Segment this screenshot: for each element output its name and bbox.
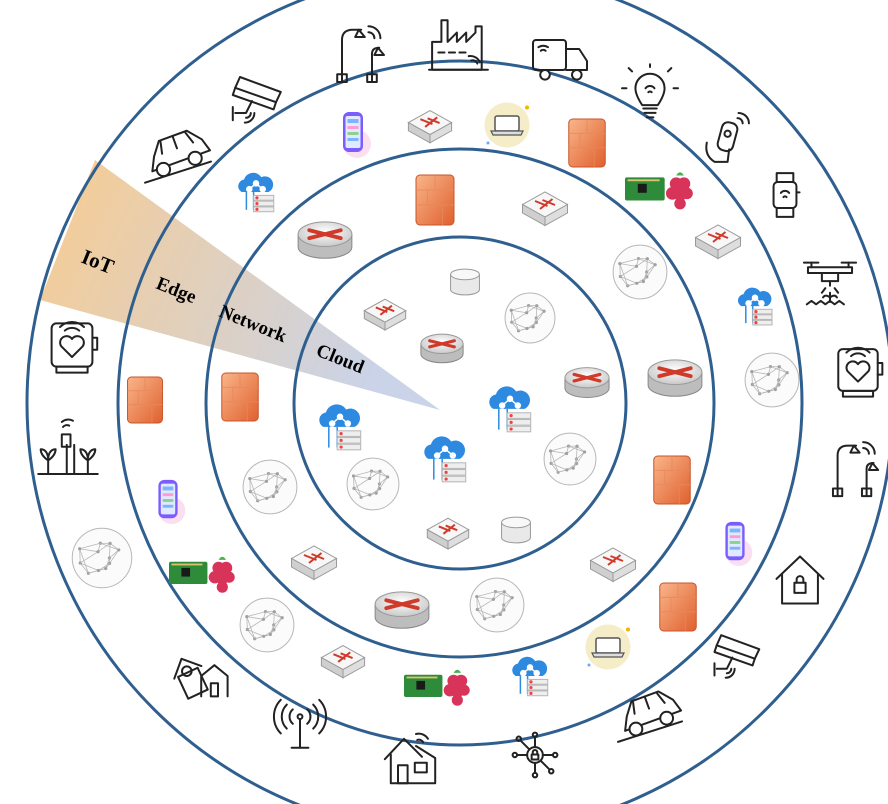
router-icon (374, 591, 430, 629)
drone-icon (802, 261, 858, 306)
database-icon (501, 516, 531, 544)
smart-lock-home-icon (775, 555, 825, 605)
cloud-server-icon (319, 404, 362, 451)
smartwatch-icon (772, 172, 801, 218)
switch-icon (320, 645, 366, 679)
smartphone-icon (343, 112, 371, 158)
smart-key-icon (705, 111, 750, 163)
health-monitor-icon (837, 346, 884, 398)
switch-icon (407, 110, 453, 144)
street-lamp-icon (336, 25, 385, 84)
laptop-icon (484, 102, 530, 148)
router-icon (297, 221, 353, 259)
network-mesh-icon (612, 244, 668, 300)
firewall-icon (568, 118, 606, 168)
firewall-icon (659, 582, 697, 632)
smart-home-icon (383, 732, 437, 785)
firewall-icon (127, 376, 163, 424)
laptop-icon (585, 624, 631, 670)
security-camera-icon (713, 634, 761, 679)
cloud-server-icon (737, 287, 773, 326)
smartphone-icon (725, 521, 753, 566)
wifi-antenna-icon (272, 698, 328, 749)
switch-icon (589, 547, 637, 583)
truck-icon (532, 39, 588, 81)
cloud-server-icon (238, 172, 275, 213)
router-icon (647, 359, 703, 397)
router-icon (420, 333, 464, 364)
layer-pointer-wedge (40, 160, 440, 410)
iot-ring (25, 0, 888, 804)
database-icon (450, 268, 480, 296)
smart-farm-icon (37, 418, 99, 476)
switch-icon (521, 191, 569, 227)
firewall-icon (415, 174, 455, 226)
smart-bulb-icon (621, 63, 679, 119)
cloud-server-icon (489, 386, 532, 433)
firewall-icon (653, 455, 691, 505)
raspberry-pi-icon (625, 172, 693, 210)
network-mesh-icon (239, 597, 295, 653)
raspberry-pi-icon (404, 669, 470, 706)
firewall-icon (221, 372, 259, 422)
switch-icon (290, 545, 338, 581)
edge-ring (116, 59, 804, 747)
network-mesh-icon (346, 457, 400, 511)
switch-icon (426, 517, 470, 550)
network-mesh-icon (504, 292, 556, 344)
network-mesh-icon (242, 459, 298, 515)
concentric-rings (25, 0, 888, 804)
street-lamp-icon (831, 441, 880, 498)
raspberry-pi-icon (169, 556, 235, 593)
router-icon (564, 367, 610, 398)
network-mesh-icon (469, 577, 525, 633)
switch-icon (363, 298, 407, 331)
network-ring (204, 147, 716, 659)
network-mesh-icon (744, 352, 800, 408)
smart-building-icon (173, 657, 229, 700)
security-camera-icon (231, 76, 282, 124)
health-monitor-icon (50, 320, 99, 374)
smartphone-icon (158, 479, 186, 524)
vehicle-icon (144, 129, 212, 184)
network-mesh-icon (543, 432, 597, 486)
factory-icon (428, 19, 489, 71)
device-icons (37, 19, 884, 785)
cloud-server-icon (512, 656, 549, 697)
vehicle-icon (617, 690, 683, 743)
cloud-server-icon (424, 436, 467, 483)
hub-lock-icon (511, 731, 559, 779)
switch-icon (694, 224, 742, 260)
cloud-ring (292, 235, 628, 571)
network-mesh-icon (71, 527, 133, 589)
